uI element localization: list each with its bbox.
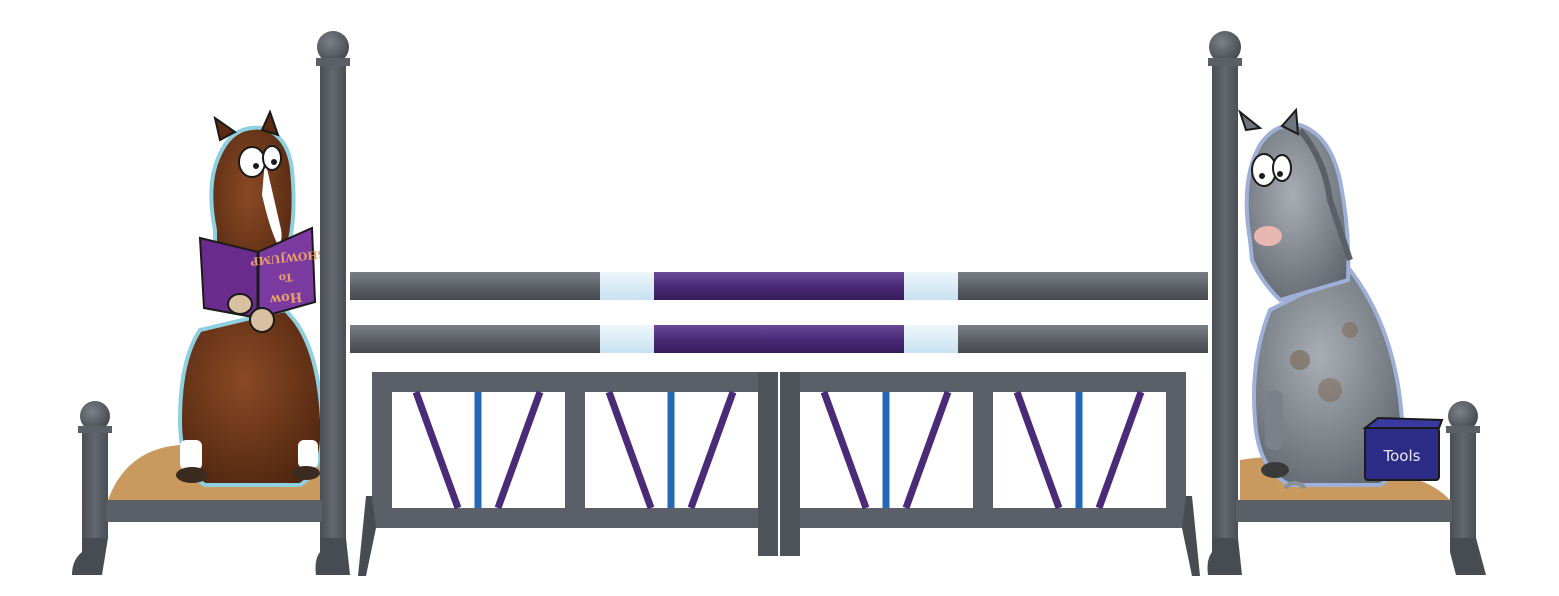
filler-gate: [358, 372, 1200, 576]
left-tall-post-ball: [317, 31, 349, 63]
right-foot-2: [1450, 538, 1486, 575]
left-short-post-ball: [80, 401, 110, 431]
book-icon: How To SHOWJUMP: [198, 226, 326, 333]
gate-panel-left: [372, 372, 778, 556]
left-foot-1: [72, 538, 108, 575]
bottom-pole: [350, 325, 1208, 353]
right-tall-post-ball: [1209, 31, 1241, 63]
right-wing: Tools: [1207, 31, 1486, 575]
right-short-post: [1450, 428, 1476, 538]
book-title-line2: To: [278, 270, 294, 284]
book-title-line1: How: [268, 288, 302, 306]
gate-foot-right: [1182, 496, 1200, 576]
left-short-post: [82, 428, 108, 538]
top-pole: [350, 272, 1208, 300]
left-wing: How To SHOWJUMP: [72, 31, 350, 575]
gray-horse-sitting-icon: [1237, 107, 1405, 487]
right-tall-post: [1212, 60, 1238, 538]
jump-poles: [350, 272, 1208, 353]
gate-panel-right: [780, 372, 1186, 556]
left-foot-2: [315, 538, 350, 575]
right-foot-1: [1207, 538, 1242, 575]
left-tall-post: [320, 60, 346, 538]
toolbox-label: Tools: [1383, 447, 1421, 465]
left-bottom-rail: [106, 500, 322, 522]
gate-foot-left: [358, 496, 376, 576]
right-short-post-ball: [1448, 401, 1478, 431]
toolbox-icon: Tools: [1362, 416, 1444, 481]
horseshoe-icon: [1283, 481, 1307, 490]
right-bottom-rail: [1236, 500, 1452, 522]
